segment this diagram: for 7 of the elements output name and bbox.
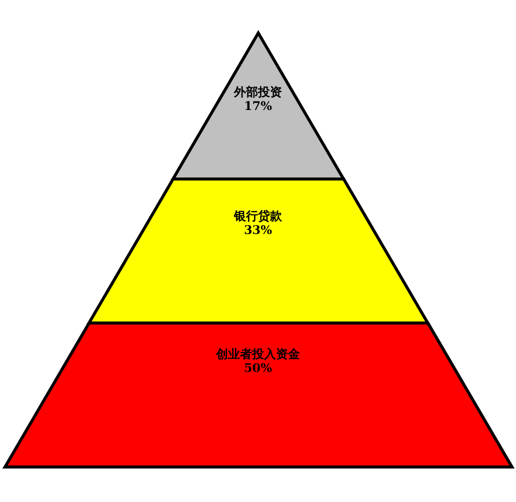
tier-label: 外部投资 (234, 85, 282, 99)
percentage-label: 50% (244, 361, 272, 375)
tier-label: 创业者投入资金 (216, 347, 300, 361)
tier-label: 银行贷款 (234, 209, 282, 223)
percentage-label: 33% (244, 223, 272, 237)
percentage-label: 17% (244, 99, 272, 113)
pyramid-tier (88, 179, 428, 323)
